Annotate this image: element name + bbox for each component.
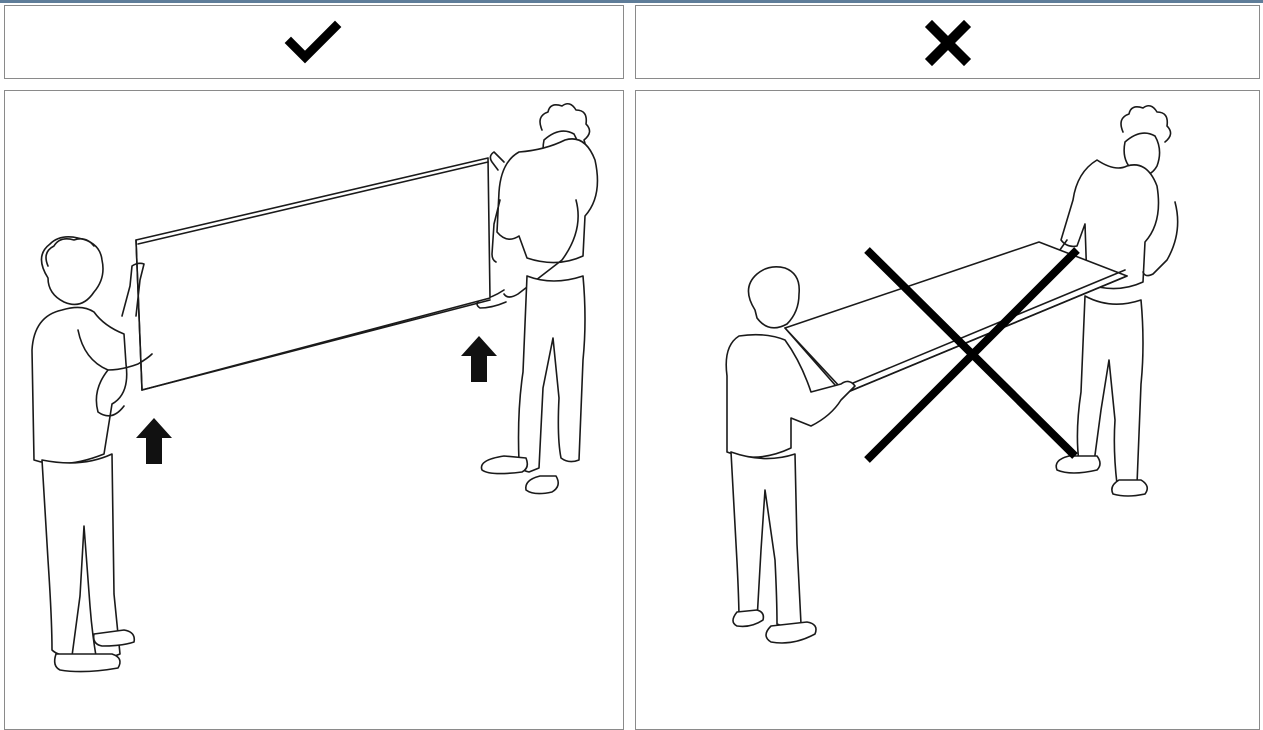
checkmark-icon — [283, 13, 343, 73]
top-accent-rule — [0, 0, 1263, 3]
correct-carry-illustration — [4, 90, 624, 702]
lift-up-arrow-left — [136, 418, 172, 464]
cross-icon — [918, 13, 978, 73]
panel-upright — [136, 158, 490, 390]
lift-up-arrow-right — [461, 336, 497, 382]
person-back-figure — [1056, 106, 1177, 496]
incorrect-carry-illustration — [635, 90, 1260, 702]
person-right-figure — [477, 104, 597, 494]
person-left-figure — [32, 237, 152, 672]
